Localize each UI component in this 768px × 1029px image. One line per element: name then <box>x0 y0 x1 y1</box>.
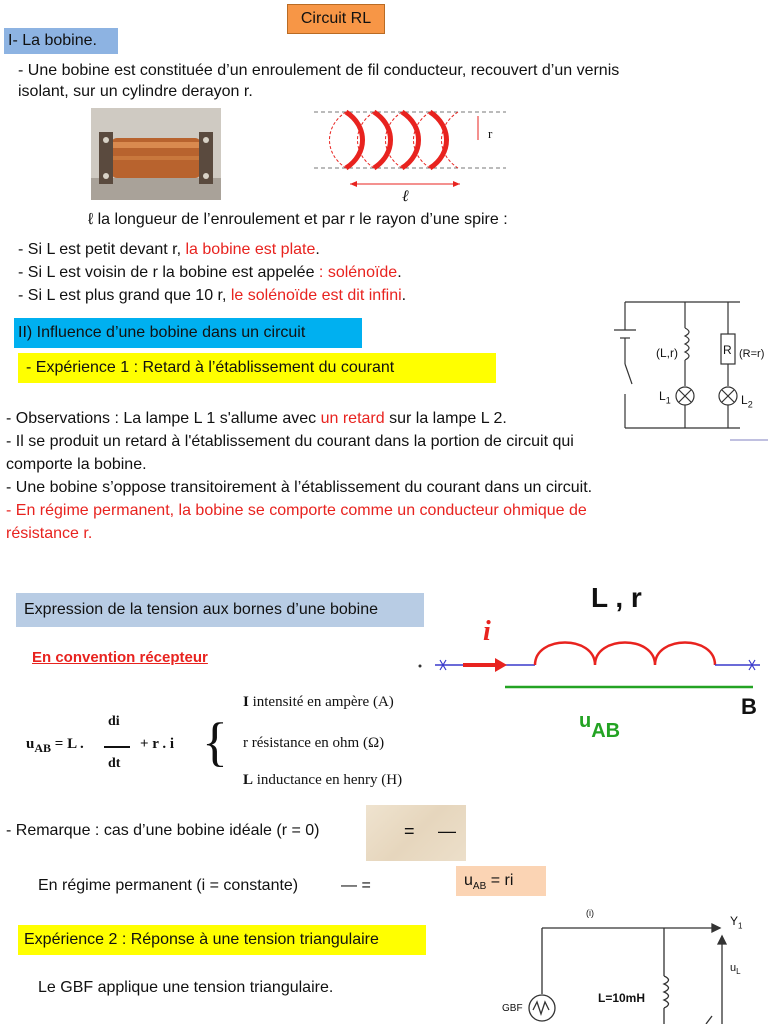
definition-intensity-symbol: I <box>243 694 249 710</box>
circuit-2-inductance-label: L=10mH <box>598 991 646 1005</box>
ideal-coil-dash: — <box>438 821 456 841</box>
circuit-2-gbf-label: GBF <box>502 1003 523 1014</box>
steady-state-tail: — = <box>341 877 371 894</box>
circuit-2-ul-label: uL <box>730 962 741 976</box>
voltage-uab-u: u <box>579 710 592 732</box>
experience-2-heading: Expérience 2 : Réponse à une tension tri… <box>18 925 426 955</box>
ideal-coil-formula-image: = — <box>366 805 466 861</box>
coil-case-flat: - Si L est petit devant r, la bobine est… <box>18 239 320 261</box>
formula-denominator: dt <box>108 756 121 771</box>
current-i-label: i <box>483 616 491 647</box>
definition-inductance-text: inductance en henry (H) <box>253 772 403 788</box>
formula-lhs: uAB = L . <box>26 736 84 756</box>
coil-length-label: ℓ <box>402 188 409 205</box>
ul-sub: L <box>736 967 741 977</box>
coil-case-solenoid-end: . <box>397 264 402 281</box>
definition-inductance-symbol: L <box>243 772 254 788</box>
circuit-2-channel-label: Y1 <box>730 914 742 930</box>
coil-case-infinite-end: . <box>401 287 407 304</box>
intro-line-1: - Une bobine est constituée d’un enroule… <box>18 62 620 79</box>
coil-case-flat-highlight: la bobine est plate <box>185 241 316 258</box>
experience-1-heading: - Expérience 1 : Retard à l’établissemen… <box>18 353 496 383</box>
lamp-1-index: 1 <box>665 395 671 406</box>
circuit-1-resistor-label: R <box>723 343 732 357</box>
coil-case-flat-end: . <box>315 241 320 258</box>
coil-lr-label: L , r <box>591 582 642 613</box>
result-rest: = ri <box>486 872 514 889</box>
expression-heading: Expression de la tension aux bornes d’un… <box>16 593 424 627</box>
voltage-uab-sub: AB <box>591 720 621 742</box>
channel-index: 1 <box>738 921 743 931</box>
coil-case-infinite-text: - Si L est plus grand que 10 r, <box>18 287 231 304</box>
section-1-heading: I- La bobine. <box>4 28 118 54</box>
coil-case-solenoid-text: - Si L est voisin de r la bobine est app… <box>18 264 319 281</box>
coil-radius-label: r <box>488 126 493 141</box>
coil-photo-drawing <box>91 108 221 200</box>
circuit-1-diagram: (L,r) R (R=r) L1 L2 <box>600 296 768 442</box>
coil-caption: ℓ la longueur de l’enroulement et par r … <box>88 211 508 228</box>
observation-1-text: - Observations : La lampe L 1 s'allume a… <box>6 410 321 427</box>
result-sub: AB <box>472 881 487 893</box>
voltage-uab-label: uAB <box>579 710 620 742</box>
coil-case-infinite-highlight: le solénoïde est dit infini <box>230 287 402 304</box>
coil-wire-drawing <box>418 641 760 689</box>
steady-state-result-box: uAB = ri <box>456 866 546 896</box>
coil-case-flat-text: - Si L est petit devant r, <box>18 241 186 258</box>
definition-intensity: I intensité en ampère (A) <box>243 694 394 711</box>
observation-4: - Une bobine s’oppose transitoirement à … <box>6 479 593 496</box>
page-title: Circuit RL <box>287 4 385 34</box>
observation-6: résistance r. <box>6 525 93 542</box>
circuit-1-resistor-value: (R=r) <box>739 348 765 360</box>
observation-1-end: sur la lampe L 2. <box>384 410 507 427</box>
circuit-1-wires <box>614 301 768 441</box>
formula-sub: AB <box>34 741 52 755</box>
coil-schematic: r ℓ <box>310 104 510 210</box>
circuit-1-lamp-1-label: L1 <box>659 389 671 405</box>
coil-spires-drawing <box>314 109 506 187</box>
formula-fraction-bar <box>104 746 130 748</box>
ideal-coil-equals: = <box>404 821 415 841</box>
formula-numerator: di <box>108 714 120 729</box>
coil-case-solenoid: - Si L est voisin de r la bobine est app… <box>18 262 402 284</box>
observation-1-highlight: un retard <box>320 410 385 427</box>
circuit-1-coil-label: (L,r) <box>656 346 678 360</box>
formula-eq: = L . <box>51 736 84 752</box>
steady-state-line: En régime permanent (i = constante) <box>38 877 299 894</box>
gbf-description: Le GBF applique une tension triangulaire… <box>38 979 334 996</box>
observation-5: - En régime permanent, la bobine se comp… <box>6 502 587 519</box>
coil-case-infinite: - Si L est plus grand que 10 r, le solén… <box>18 285 406 307</box>
formula-rest: + r . i <box>140 736 175 752</box>
lamp-2-letter: L <box>741 393 748 407</box>
convention-label: En convention récepteur <box>32 649 208 666</box>
result-u: u <box>464 872 473 889</box>
observation-2: - Il se produit un retard à l'établissem… <box>6 433 574 450</box>
definition-inductance: L inductance en henry (H) <box>243 772 402 789</box>
coil-wire-diagram: L , r i B uAB <box>415 580 768 750</box>
circuit-2-wires <box>528 922 728 1025</box>
circuit-1-lamp-2-label: L2 <box>741 393 753 409</box>
observation-1: - Observations : La lampe L 1 s'allume a… <box>6 408 507 430</box>
definition-resistance: r résistance en ohm (Ω) <box>243 735 385 751</box>
observation-3: comporte la bobine. <box>6 456 147 473</box>
circuit-2-diagram: (i) Y1 uL L=10mH GBF <box>498 906 758 1025</box>
formula-u: u <box>26 736 35 752</box>
lamp-1-letter: L <box>659 389 666 403</box>
intro-line-2: isolant, sur un cylindre derayon r. <box>18 83 253 100</box>
circuit-2-current-label: (i) <box>586 908 594 918</box>
ideal-coil-remark: - Remarque : cas d’une bobine idéale (r … <box>6 822 320 839</box>
channel-y: Y <box>730 914 739 928</box>
terminal-b-label: B <box>741 694 757 719</box>
section-2-heading: II) Influence d’une bobine dans un circu… <box>14 318 362 348</box>
coil-case-solenoid-highlight: : solénoïde <box>318 264 398 281</box>
coil-photo <box>91 108 221 200</box>
voltage-formula: uAB = L . di dt + r . i { <box>26 706 416 796</box>
ul-u: u <box>730 962 737 974</box>
definition-intensity-text: intensité en ampère (A) <box>248 694 394 710</box>
formula-brace: { <box>202 712 228 772</box>
lamp-2-index: 2 <box>747 399 753 410</box>
